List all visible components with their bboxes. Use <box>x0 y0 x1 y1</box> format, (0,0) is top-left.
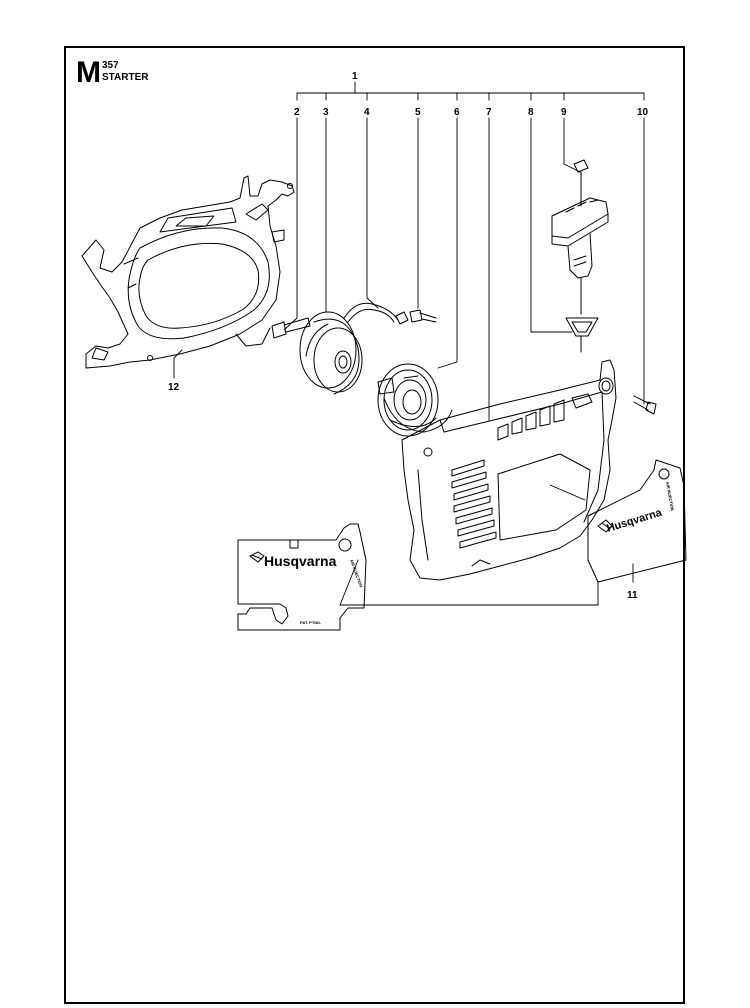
handle-insert-part-8 <box>565 317 599 353</box>
callout-6: 6 <box>454 107 460 118</box>
right-decal-side-text: AIR INJECTION <box>665 481 675 511</box>
left-decal-brand: Husqvarna <box>264 553 337 569</box>
section-title: STARTER <box>102 72 149 83</box>
callout-10: 10 <box>637 107 649 118</box>
spring-cord-part-4 <box>343 302 409 325</box>
page-frame <box>64 46 685 1004</box>
callout-4: 4 <box>364 107 370 118</box>
callout-12: 12 <box>168 382 180 393</box>
callout-3: 3 <box>323 107 329 118</box>
callout-5: 5 <box>415 107 421 118</box>
pulley-part-3 <box>299 311 363 395</box>
callout-2: 2 <box>294 107 300 118</box>
screw-part-2 <box>271 317 311 339</box>
section-letter: M <box>76 56 101 89</box>
left-decal: Husqvarna AIR INJECTION PAT. PTND. <box>237 523 367 631</box>
callout-8: 8 <box>528 107 534 118</box>
bolt-part-10 <box>633 395 657 415</box>
starter-handle-part-9 <box>551 159 609 315</box>
right-decal-part-11: Husqvarna AIR INJECTION <box>587 459 687 583</box>
callout-9: 9 <box>561 107 567 118</box>
leader-lines <box>173 81 645 606</box>
right-decal-brand: Husqvarna <box>605 507 664 535</box>
screw-part-5 <box>409 309 437 323</box>
starter-housing-part-7 <box>401 359 617 581</box>
callout-7: 7 <box>486 107 492 118</box>
model-number: 357 <box>102 60 119 71</box>
callout-1: 1 <box>352 71 358 82</box>
left-decal-patent-text: PAT. PTND. <box>300 620 321 625</box>
recoil-spring-part-6 <box>377 363 453 437</box>
starter-frame-part <box>81 175 295 369</box>
callout-11: 11 <box>627 590 638 601</box>
callout-numbers: 1 2 3 4 5 6 7 8 9 10 11 12 <box>168 71 649 601</box>
